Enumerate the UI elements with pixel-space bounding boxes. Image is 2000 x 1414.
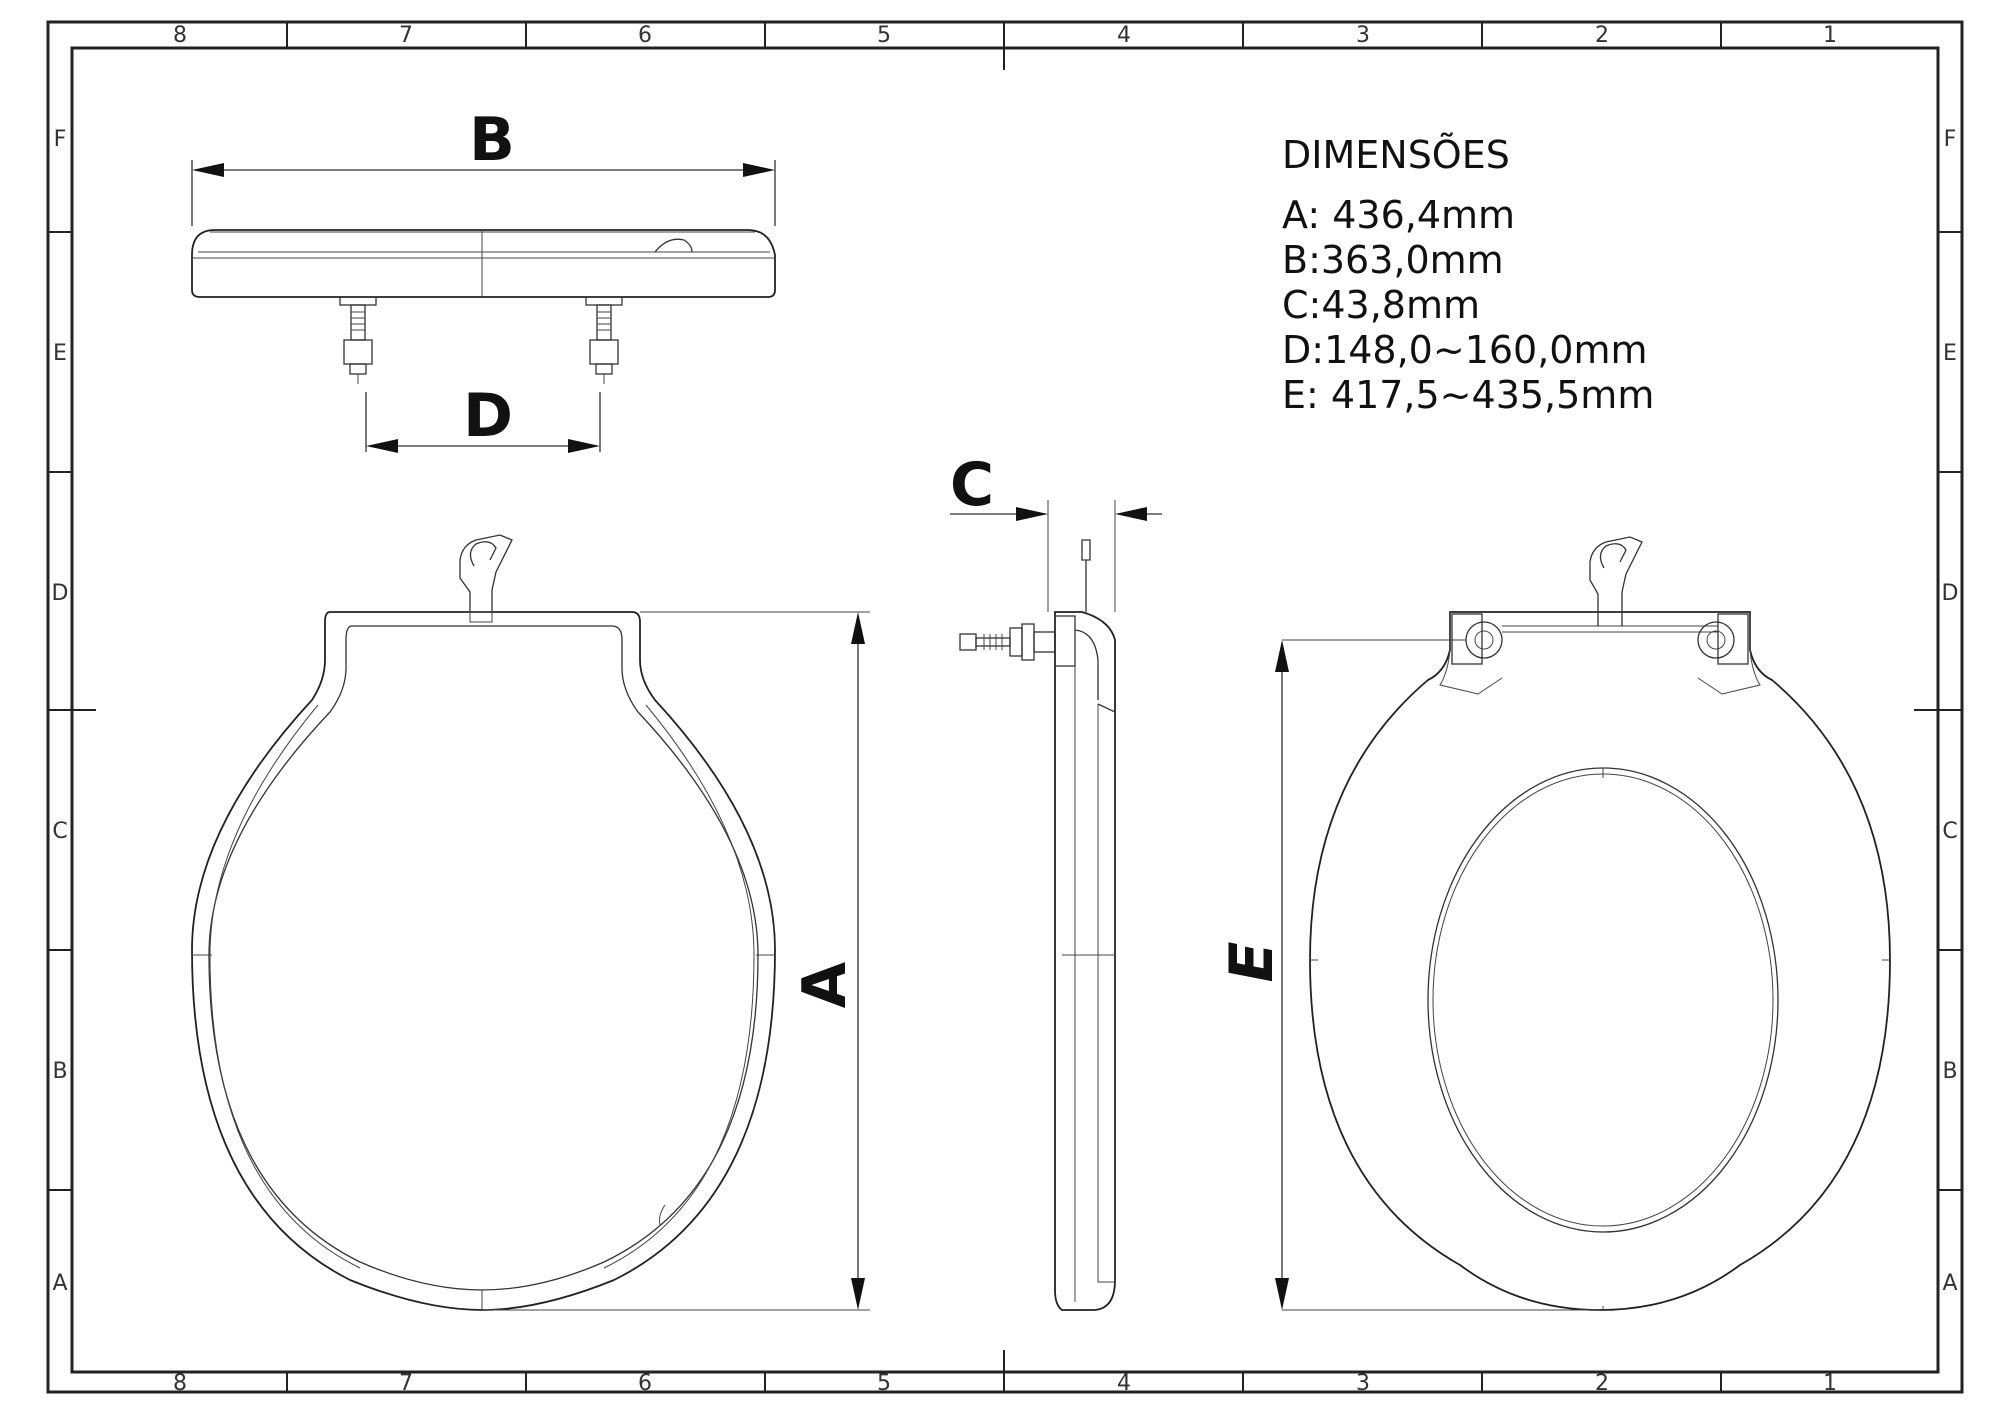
zone-labels-top: 8 7 6 5 4 3 2 1 <box>173 23 1837 48</box>
spec-line-c: C:43,8mm <box>1282 283 1480 327</box>
zone-col-top: 1 <box>1823 23 1837 48</box>
dimension-label-c: C <box>950 450 994 520</box>
zone-col-bottom: 7 <box>399 1371 413 1396</box>
zone-row-left: E <box>53 341 67 366</box>
hinge-right <box>1697 613 1749 665</box>
hinge-left <box>1451 613 1718 665</box>
zone-labels-left: F E D C B A <box>52 127 69 1296</box>
bolt-left <box>339 296 377 384</box>
zone-ticks <box>48 22 1962 1392</box>
zone-row-right: E <box>1943 341 1957 366</box>
spec-line-a: A: 436,4mm <box>1282 193 1515 237</box>
top-view: B D <box>191 105 776 453</box>
zone-row-right: A <box>1942 1271 1957 1296</box>
zone-col-top: 8 <box>173 23 187 48</box>
front-view-lid: A <box>191 534 870 1311</box>
zone-row-right: B <box>1942 1059 1957 1084</box>
zone-col-bottom: 3 <box>1356 1371 1370 1396</box>
side-view: C <box>950 450 1162 1311</box>
zone-row-left: A <box>52 1271 67 1296</box>
zone-col-bottom: 8 <box>173 1371 187 1396</box>
dimension-label-a: A <box>790 961 860 1008</box>
zone-labels-right: F E D C B A <box>1942 127 1959 1296</box>
zone-col-bottom: 6 <box>638 1371 652 1396</box>
zone-col-top: 7 <box>399 23 413 48</box>
zone-col-bottom: 2 <box>1595 1371 1609 1396</box>
zone-row-left: D <box>52 581 69 606</box>
zone-col-bottom: 5 <box>877 1371 891 1396</box>
zone-row-right: C <box>1942 819 1957 844</box>
seat-view: E <box>1217 536 1891 1311</box>
dimension-label-b: B <box>469 105 515 175</box>
zone-row-left: B <box>52 1059 67 1084</box>
zone-labels-bottom: 8 7 6 5 4 3 2 1 <box>173 1371 1837 1396</box>
specs-title: DIMENSÕES <box>1282 133 1510 177</box>
zone-col-top: 4 <box>1117 23 1131 48</box>
bolt-right <box>585 296 623 384</box>
zone-col-bottom: 1 <box>1823 1371 1837 1396</box>
zone-col-top: 6 <box>638 23 652 48</box>
zone-col-bottom: 4 <box>1117 1371 1131 1396</box>
zone-col-top: 3 <box>1356 23 1370 48</box>
zone-col-top: 5 <box>877 23 891 48</box>
zone-row-left: C <box>52 819 67 844</box>
outer-border <box>46 20 1964 1394</box>
zone-row-left: F <box>54 127 67 152</box>
spec-line-b: B:363,0mm <box>1282 238 1504 282</box>
zone-col-top: 2 <box>1595 23 1609 48</box>
specs-block: DIMENSÕES A: 436,4mm B:363,0mm C:43,8mm … <box>1282 133 1654 417</box>
inner-border <box>70 46 1940 1374</box>
spec-line-e: E: 417,5~435,5mm <box>1282 373 1654 417</box>
zone-row-right: F <box>1944 127 1957 152</box>
dimension-label-d: D <box>463 381 513 451</box>
zone-row-right: D <box>1942 581 1959 606</box>
spec-line-d: D:148,0~160,0mm <box>1282 328 1648 372</box>
dimension-label-e: E <box>1217 942 1287 983</box>
